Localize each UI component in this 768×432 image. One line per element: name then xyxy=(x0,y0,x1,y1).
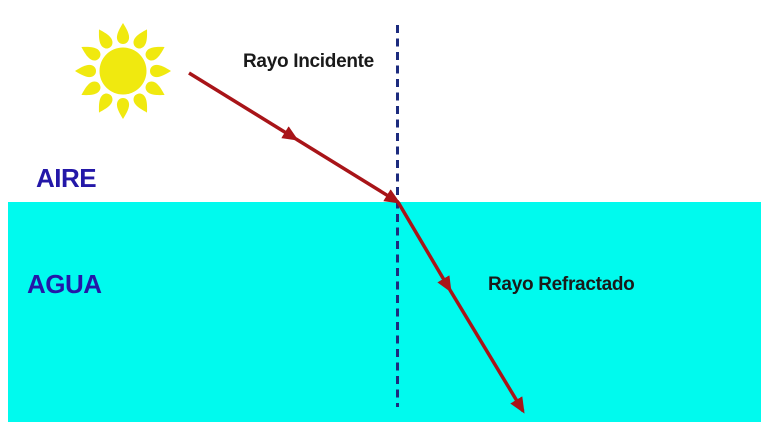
refracted-ray-label: Rayo Refractado xyxy=(488,274,635,295)
sun-body xyxy=(99,47,147,95)
water-region xyxy=(8,202,761,422)
incident-ray-segment-1 xyxy=(188,71,299,141)
sun-rays xyxy=(75,23,171,119)
refracted-ray-segment-2 xyxy=(448,289,525,414)
air-medium-label: AIRE xyxy=(36,163,97,193)
water-medium-label: AGUA xyxy=(27,269,102,299)
refracted-ray-segment-1 xyxy=(396,201,452,293)
incident-ray-segment-2 xyxy=(295,137,401,204)
incident-ray-label: Rayo Incidente xyxy=(243,51,374,72)
light-rays xyxy=(188,71,525,414)
sun-icon xyxy=(75,23,171,119)
